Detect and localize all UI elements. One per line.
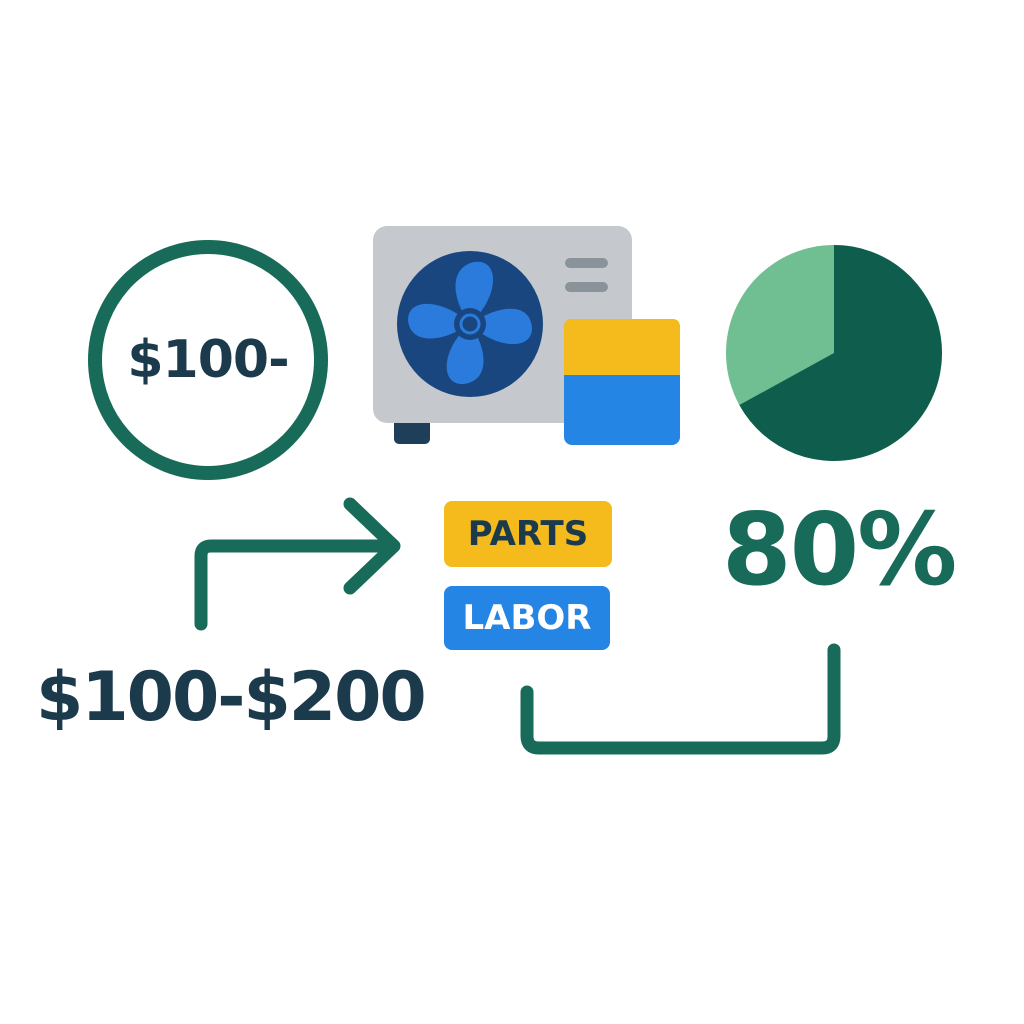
coin-price-text: $100- bbox=[127, 330, 289, 390]
fan-blade bbox=[455, 261, 494, 324]
parts-tag-bg bbox=[444, 501, 612, 567]
fan-icon bbox=[397, 251, 543, 397]
box-yellow-part bbox=[564, 319, 680, 375]
labor-tag: LABOR bbox=[462, 598, 592, 638]
outdoor-ac-unit-icon bbox=[373, 226, 680, 445]
labor-tag-bg bbox=[444, 586, 610, 650]
arrow-head bbox=[343, 497, 401, 595]
unit-vent-line bbox=[565, 258, 608, 268]
fan-blade bbox=[470, 308, 532, 345]
bracket-icon bbox=[520, 643, 841, 755]
percentage-value: 80% bbox=[722, 491, 957, 608]
parts-tag: PARTS bbox=[467, 514, 589, 554]
fan-hub bbox=[454, 308, 486, 340]
fan-hub-ring bbox=[459, 313, 481, 335]
arrow-right-icon bbox=[194, 497, 401, 631]
pie-chart-icon bbox=[726, 245, 943, 462]
price-range-text: $100-$200 bbox=[36, 658, 427, 737]
pie-major-slice bbox=[739, 245, 943, 462]
unit-vent-line bbox=[565, 282, 608, 292]
fan-blade bbox=[408, 303, 470, 339]
arrow-shaft bbox=[194, 539, 399, 631]
parts-labor-box-icon bbox=[564, 319, 680, 445]
bracket-line bbox=[520, 643, 841, 755]
